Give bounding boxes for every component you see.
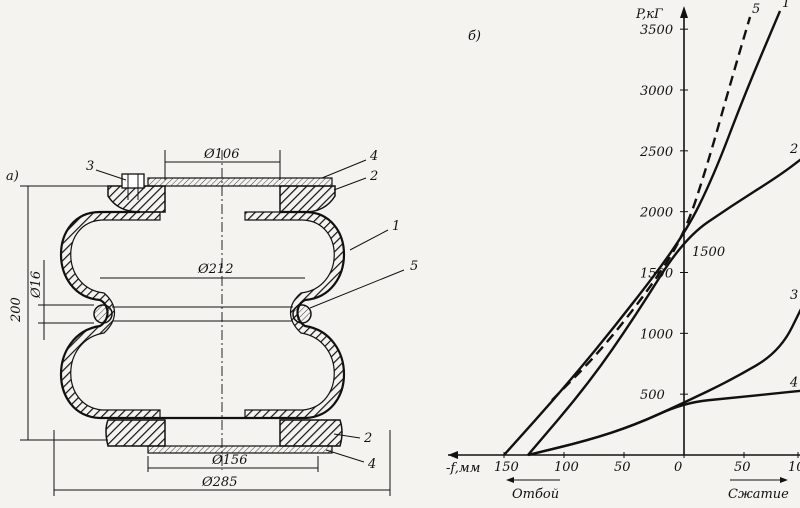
x-tick-label: 10: [788, 460, 800, 475]
y-tick-label: 3500: [640, 23, 673, 38]
series-line-1: [503, 10, 782, 456]
callout-4-bottom: 4: [367, 457, 376, 472]
series-label-5: 5: [752, 2, 760, 17]
caption-compression: Сжатие: [728, 487, 789, 502]
right-waist-ring: [292, 304, 312, 324]
bolt-head: [121, 173, 145, 189]
top-plate: [147, 177, 333, 187]
panel-b-label: б): [468, 29, 481, 44]
series-line-4: [527, 389, 800, 457]
panel-a-label: а): [6, 169, 19, 184]
callout-4-top: 4: [369, 149, 378, 164]
dim-d106: Ø106: [203, 147, 239, 162]
x-tick-label: 150: [494, 460, 519, 475]
panel-b: б) P,кГ -f,мм 50010001500200025003000350…: [446, 0, 800, 502]
x-axis-label: -f,мм: [446, 461, 480, 476]
y-tick-label: 1000: [640, 327, 673, 342]
callout-2-top: 2: [369, 169, 378, 184]
y-tick-right: 1500: [692, 245, 725, 260]
series-line-2: [527, 158, 800, 456]
x-tick-label: 100: [554, 460, 579, 475]
x-ticks: 150 100 50 0 50 10: [494, 452, 800, 475]
top-right-bead-ring: [279, 185, 336, 213]
series-line-3: [527, 308, 800, 457]
series-label-4: 4: [789, 376, 798, 391]
top-left-bead-ring: [107, 185, 166, 213]
y-axis-arrow: [680, 6, 688, 18]
series-layer: 1 2 3 4 5: [503, 0, 800, 457]
bottom-left-bead-ring: [105, 419, 166, 447]
dim-d285: Ø285: [201, 475, 237, 490]
dim-h200: 200: [9, 297, 24, 323]
y-axis-label: P,кГ: [635, 7, 663, 22]
callout-1: 1: [392, 219, 400, 234]
panel-a: а) Ø106 Ø212: [6, 147, 418, 496]
x-tick-label: 0: [674, 460, 682, 475]
callout-3: 3: [86, 159, 94, 174]
dim-d16: Ø16: [29, 271, 44, 299]
callout-5: 5: [410, 259, 418, 274]
bottom-right-bead-ring: [279, 419, 343, 447]
series-label-3: 3: [790, 288, 798, 303]
y-tick-label: 2000: [639, 206, 673, 221]
caption-rebound: Отбой: [512, 487, 559, 502]
y-tick-label: 3000: [640, 84, 673, 99]
x-tick-label: 50: [734, 460, 751, 475]
dim-d156: Ø156: [211, 453, 247, 468]
left-waist-ring: [93, 304, 113, 324]
bottom-plate: [147, 445, 333, 454]
series-line-5: [551, 16, 752, 402]
series-label-1: 1: [782, 0, 790, 11]
dim-d212: Ø212: [197, 262, 233, 277]
x-axis-arrow: [448, 451, 458, 459]
y-tick-label: 2500: [639, 145, 673, 160]
x-tick-label: 50: [614, 460, 631, 475]
series-label-2: 2: [789, 142, 798, 157]
callout-2-bottom: 2: [363, 431, 372, 446]
y-tick-label: 500: [640, 388, 665, 403]
